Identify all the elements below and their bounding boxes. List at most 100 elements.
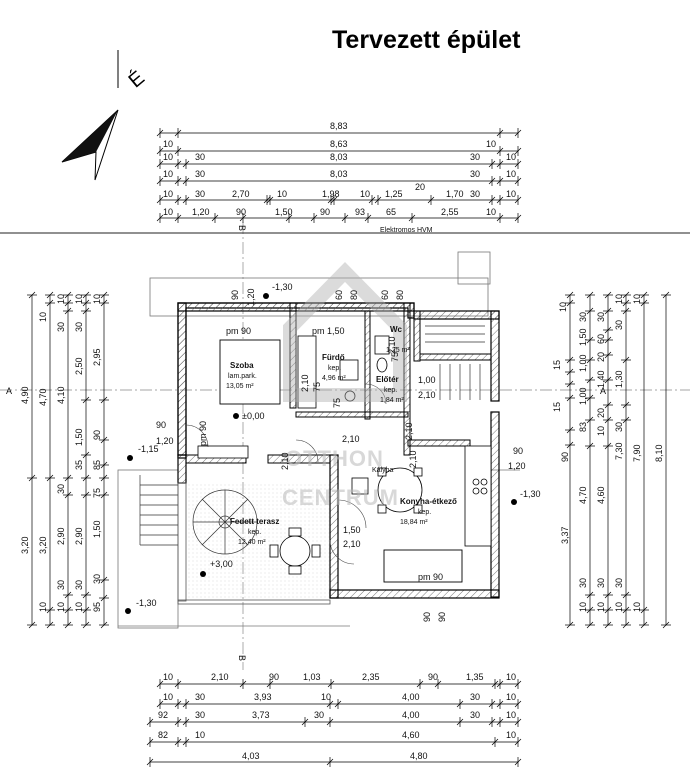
roof-outline xyxy=(149,277,489,317)
dim-label: 10 xyxy=(38,602,48,612)
dim-label: 10 xyxy=(486,139,496,149)
dim-label: 85 xyxy=(92,460,102,470)
dim-label: 30 xyxy=(470,189,480,199)
room-furdo-name: Fürdő xyxy=(322,353,345,362)
sofa xyxy=(383,549,463,583)
bed xyxy=(219,339,281,405)
dim-label: 10 xyxy=(163,207,173,217)
dim-label: 3,73 xyxy=(252,710,270,720)
dim-label: 7,90 xyxy=(632,444,642,462)
level-3: -1,15 xyxy=(138,444,159,454)
inner-d17: 1,50 xyxy=(343,525,361,535)
room-szoba-name: Szoba xyxy=(230,361,254,370)
room-szoba-floor: lam.park. xyxy=(228,373,257,380)
dim-label: 30 xyxy=(74,322,84,332)
inner-pm3: pm 90 xyxy=(198,421,208,446)
inner-pm4: pm 90 xyxy=(418,572,443,582)
dim-label: 3,93 xyxy=(254,692,272,702)
dim-label: 1,00 xyxy=(578,354,588,372)
dim-label: 30 xyxy=(596,312,606,322)
electric-label: Elektromos HVM xyxy=(380,227,433,234)
dim-label: 1,25 xyxy=(385,189,403,199)
dim-label: 1,50 xyxy=(92,520,102,538)
dim-label: 10 xyxy=(486,207,496,217)
watermark-line1: OTTHON xyxy=(285,446,384,471)
level-marker-icon xyxy=(200,571,206,577)
dim-label: 93 xyxy=(355,207,365,217)
dim-label: 1,00 xyxy=(578,387,588,405)
dim-label: 30 xyxy=(314,710,324,720)
dim-label: 10 xyxy=(578,602,588,612)
dim-label: 30 xyxy=(470,169,480,179)
inner-d6: 80 xyxy=(395,290,405,300)
dim-label: 1,50 xyxy=(578,328,588,346)
dim-label: 30 xyxy=(195,189,205,199)
dim-label: 65 xyxy=(386,207,396,217)
dim-label: 1,35 xyxy=(466,672,484,682)
level-2: ±0,00 xyxy=(242,411,264,421)
terrace-table xyxy=(269,527,321,575)
inner-d3: 60 xyxy=(334,290,344,300)
dim-label: 20 xyxy=(596,352,606,362)
dim-label: 2,35 xyxy=(362,672,380,682)
dim-label: 30 xyxy=(195,152,205,162)
dim-label: 90 xyxy=(236,207,246,217)
dim-label: 60 xyxy=(596,334,606,344)
dim-label: 1,50 xyxy=(74,428,84,446)
room-eloter-floor: kер. xyxy=(384,387,397,394)
dim-label: 30 xyxy=(614,422,624,432)
dim-label: 1,98 xyxy=(322,189,340,199)
bench xyxy=(197,445,249,459)
dim-label: 10 xyxy=(614,294,624,304)
inner-d10: 2,10 xyxy=(418,390,436,400)
dim-label: 30 xyxy=(56,484,66,494)
dim-label: 1,20 xyxy=(192,207,210,217)
dim-label: 10 xyxy=(163,139,173,149)
dim-label: 15 xyxy=(552,360,562,370)
dim-label: 10 xyxy=(38,312,48,322)
inner-d25: 75 xyxy=(332,398,342,408)
room-wc-area: 1,25 m² xyxy=(386,347,410,354)
room-terasz-area: 12,40 m² xyxy=(238,539,266,546)
dims-left: 4,90 3,20 10 4,70 3,20 10 10 30 4,10 30 … xyxy=(20,294,102,612)
dim-label: 20 xyxy=(596,408,606,418)
section-mark-a-left: A xyxy=(6,386,12,396)
inner-d18: 2,10 xyxy=(343,539,361,549)
dim-label: 30 xyxy=(596,578,606,588)
dim-label: 4,10 xyxy=(56,386,66,404)
compass-label: É xyxy=(124,66,149,92)
dim-label: 10 xyxy=(56,602,66,612)
dim-label: 10 xyxy=(596,602,606,612)
dim-label: 10 xyxy=(596,426,606,436)
dim-label: 10 xyxy=(92,294,102,304)
dim-label: 4,60 xyxy=(402,730,420,740)
dim-label: 10 xyxy=(74,602,84,612)
dim-label: 30 xyxy=(74,580,84,590)
dim-label: 90 xyxy=(269,672,279,682)
dim-label: 10 xyxy=(506,189,516,199)
dim-label: 90 xyxy=(560,452,570,462)
page-title: Tervezett épület xyxy=(332,26,521,54)
dim-label: 2,70 xyxy=(232,189,250,199)
bathroom-fixtures xyxy=(297,335,390,409)
dim-label: 30 xyxy=(56,322,66,332)
dim-label: 35 xyxy=(74,460,84,470)
dim-label: 2,50 xyxy=(74,357,84,375)
dim-label: 2,10 xyxy=(211,672,229,682)
dim-label: 10 xyxy=(506,169,516,179)
inner-d4: 80 xyxy=(349,290,359,300)
dim-label: 10 xyxy=(506,152,516,162)
inner-stair xyxy=(425,325,485,400)
dim-label: 10 xyxy=(163,189,173,199)
dim-label: 30 xyxy=(614,578,624,588)
dim-label: 8,83 xyxy=(330,121,348,131)
dim-label: 83 xyxy=(578,422,588,432)
dim-label: 30 xyxy=(195,710,205,720)
dim-label: 10 xyxy=(163,672,173,682)
dim-label: 90 xyxy=(428,672,438,682)
dim-label: 10 xyxy=(614,602,624,612)
level-marker-icon xyxy=(511,499,517,505)
inner-pm1: pm 90 xyxy=(226,326,251,336)
watermark-line2: CENTRUM xyxy=(282,485,399,510)
